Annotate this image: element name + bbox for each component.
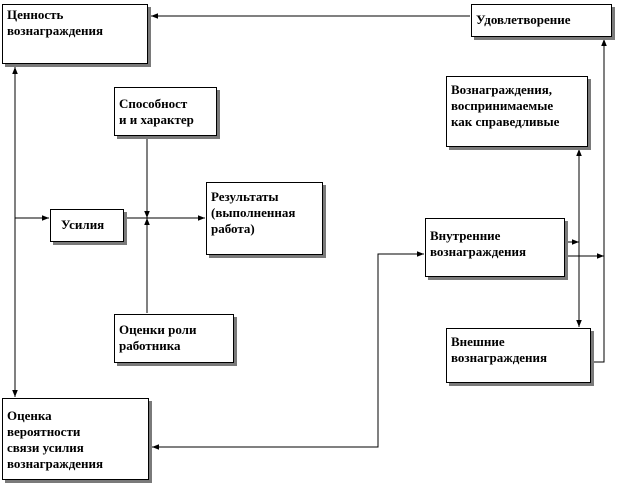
node-ability: Способност и и характер [114, 87, 217, 136]
node-results: Результаты (выполненная работа) [206, 182, 323, 255]
node-reward-value: Ценность вознаграждения [2, 4, 148, 64]
node-external-rewards-line-2: вознаграждения [451, 350, 548, 365]
node-role-perception-line-1: Оценки роли [119, 322, 197, 337]
node-effort-reward-probability: Оценка вероятности связи усилия вознагра… [2, 398, 149, 480]
node-effort-line-1: Усилия [61, 217, 105, 232]
arrow-external-to-satisfaction [592, 39, 607, 363]
node-role-perception: Оценки роли работника [114, 314, 234, 363]
node-ability-line-2: и и характер [119, 112, 194, 127]
arrow-probability-internal [152, 251, 424, 450]
node-fair-rewards-line-3: как справедливые [451, 114, 560, 129]
node-internal-rewards-line-1: Внутренние [430, 228, 501, 243]
node-satisfaction-line-1: Удовлетворение [476, 12, 571, 27]
node-internal-rewards-line-2: вознаграждения [430, 244, 527, 259]
node-satisfaction: Удовлетворение [471, 4, 612, 37]
node-ability-line-1: Способност [119, 96, 188, 111]
node-results-line-1: Результаты [211, 189, 279, 204]
node-effort: Усилия [50, 209, 124, 242]
node-fair-rewards-line-2: воспринимаемые [451, 98, 554, 113]
node-external-rewards: Внешние вознаграждения [446, 328, 591, 383]
node-probability-line-3: связи усилия [7, 440, 84, 455]
node-probability-line-4: вознаграждения [7, 456, 104, 471]
node-reward-value-line-2: вознаграждения [7, 23, 104, 38]
node-results-line-3: работа) [211, 221, 255, 236]
node-reward-value-line-1: Ценность [7, 7, 64, 22]
node-probability-line-1: Оценка [7, 408, 52, 423]
node-fair-rewards-line-1: Вознаграждения, [451, 82, 553, 97]
node-internal-rewards: Внутренние вознаграждения [425, 218, 565, 277]
node-external-rewards-line-1: Внешние [451, 334, 505, 349]
node-results-line-2: (выполненная [211, 205, 296, 220]
node-fair-rewards: Вознаграждения, воспринимаемые как справ… [446, 76, 588, 147]
node-role-perception-line-2: работника [119, 338, 181, 353]
node-probability-line-2: вероятности [7, 424, 81, 439]
